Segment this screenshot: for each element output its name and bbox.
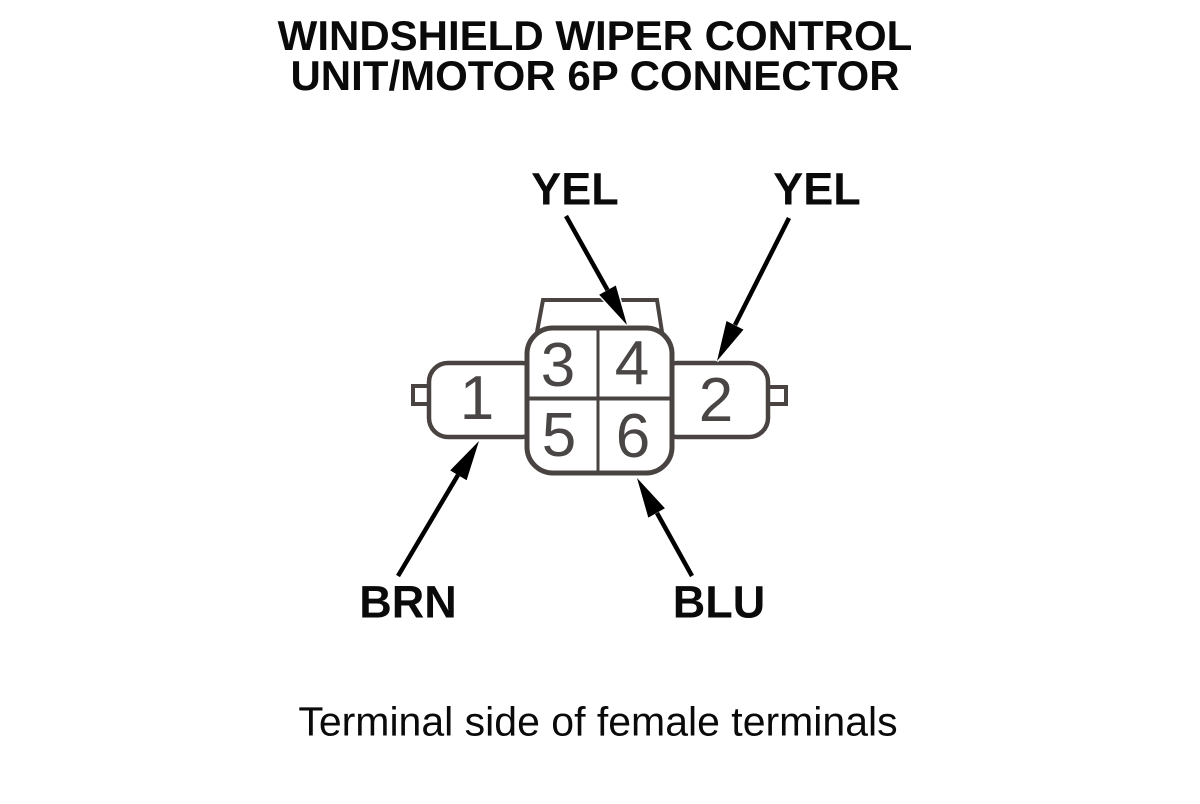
wire-label-brn: BRN: [359, 576, 457, 628]
terminal-1-number: 1: [459, 364, 495, 433]
diagram-title: WINDSHIELD WIPER CONTROL UNIT/MOTOR 6P C…: [0, 12, 1190, 99]
wire-label-yel-left: YEL: [531, 163, 619, 215]
terminal-6-number: 6: [615, 402, 651, 471]
terminal-5-number: 5: [541, 401, 577, 470]
yel-left-arrow: [560, 212, 629, 327]
wire-label-blu: BLU: [672, 576, 766, 628]
title-line-1: WINDSHIELD WIPER CONTROL: [277, 12, 913, 59]
diagram-caption: Terminal side of female terminals: [298, 698, 898, 745]
blu-arrow: [635, 476, 698, 580]
terminal-3-number: 3: [540, 331, 576, 400]
title-line-2: UNIT/MOTOR 6P CONNECTOR: [290, 52, 900, 99]
brn-arrow: [392, 439, 481, 580]
wire-label-yel-right: YEL: [773, 163, 861, 215]
yel-right-arrow: [715, 215, 795, 362]
terminal-4-number: 4: [614, 329, 650, 398]
terminal-2-number: 2: [698, 366, 734, 435]
